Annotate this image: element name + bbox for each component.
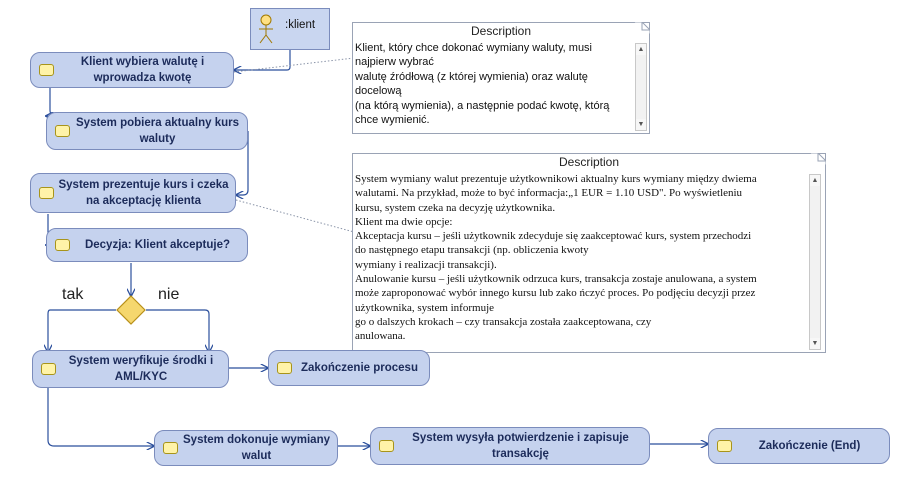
action-marker-icon [277, 362, 292, 374]
actor-name: :klient [285, 19, 316, 31]
action-marker-icon [55, 125, 70, 137]
action-marker-icon [55, 239, 70, 251]
edge-no [146, 309, 209, 352]
branch-label-yes: tak [62, 286, 84, 303]
node-label: Zakończenie procesu [301, 362, 418, 374]
edge-actor-n1 [234, 50, 291, 70]
description-note-2[interactable]: Description System wymiany walut prezent… [352, 153, 826, 353]
note-1-text: Klient, który chce dokonać wymiany walut… [355, 42, 610, 127]
note-1-title: Description [470, 24, 532, 38]
branch-label-no: nie [158, 286, 180, 303]
node-present-rate[interactable]: System prezentuje kurs i czeka na akcept… [30, 173, 236, 213]
action-marker-icon [717, 440, 732, 452]
description-note-1[interactable]: Description Klient, który chce dokonać w… [352, 22, 650, 134]
edge-n5-n7 [47, 388, 154, 446]
node-label: Klient wybiera walutę i wprowadza kwotę [80, 56, 205, 84]
actor-icon [259, 14, 273, 44]
scroll-up-icon[interactable]: ▲ [636, 44, 646, 55]
node-label: System wysyła potwierdzenie i zapisuje t… [412, 432, 629, 460]
note-fold-icon [810, 153, 826, 165]
edge-n2-n3 [236, 131, 249, 195]
action-marker-icon [39, 187, 54, 199]
node-end-process[interactable]: Zakończenie procesu [268, 350, 430, 386]
actor-klient[interactable]: :klient [250, 8, 330, 50]
scroll-up-icon[interactable]: ▲ [810, 175, 820, 186]
node-label: Decyzja: Klient akceptuje? [84, 239, 231, 251]
note-2-text: System wymiany walut prezentuje użytkown… [355, 173, 757, 343]
node-send-confirmation[interactable]: System wysyła potwierdzenie i zapisuje t… [370, 427, 650, 465]
note-1-scrollbar[interactable]: ▲ ▼ [635, 43, 647, 131]
note-2-title: Description [558, 155, 620, 169]
decision-diamond[interactable] [116, 295, 146, 325]
action-marker-icon [39, 64, 54, 76]
node-label: Zakończenie (End) [758, 440, 861, 452]
node-label: System prezentuje kurs i czeka na akcept… [58, 179, 229, 207]
node-label: System weryfikuje środki i AML/KYC [68, 355, 214, 383]
scroll-down-icon[interactable]: ▼ [810, 338, 820, 349]
note-fold-icon [634, 22, 650, 34]
node-decision-accept[interactable]: Decyzja: Klient akceptuje? [46, 228, 248, 262]
note-link-1 [233, 57, 355, 73]
node-verify-aml[interactable]: System weryfikuje środki i AML/KYC [32, 350, 229, 388]
action-marker-icon [41, 363, 56, 375]
note-link-2 [235, 199, 355, 233]
node-select-currency[interactable]: Klient wybiera walutę i wprowadza kwotę [30, 52, 234, 88]
action-marker-icon [163, 442, 178, 454]
node-label: System dokonuje wymiany walut [183, 434, 330, 462]
action-marker-icon [379, 440, 394, 452]
note-2-scrollbar[interactable]: ▲ ▼ [809, 174, 821, 350]
node-exchange[interactable]: System dokonuje wymiany walut [154, 430, 338, 466]
edge-yes [48, 309, 116, 352]
node-label: System pobiera aktualny kurs waluty [76, 117, 239, 145]
node-end[interactable]: Zakończenie (End) [708, 428, 890, 464]
scroll-down-icon[interactable]: ▼ [636, 119, 646, 130]
node-fetch-rate[interactable]: System pobiera aktualny kurs waluty [46, 112, 248, 150]
